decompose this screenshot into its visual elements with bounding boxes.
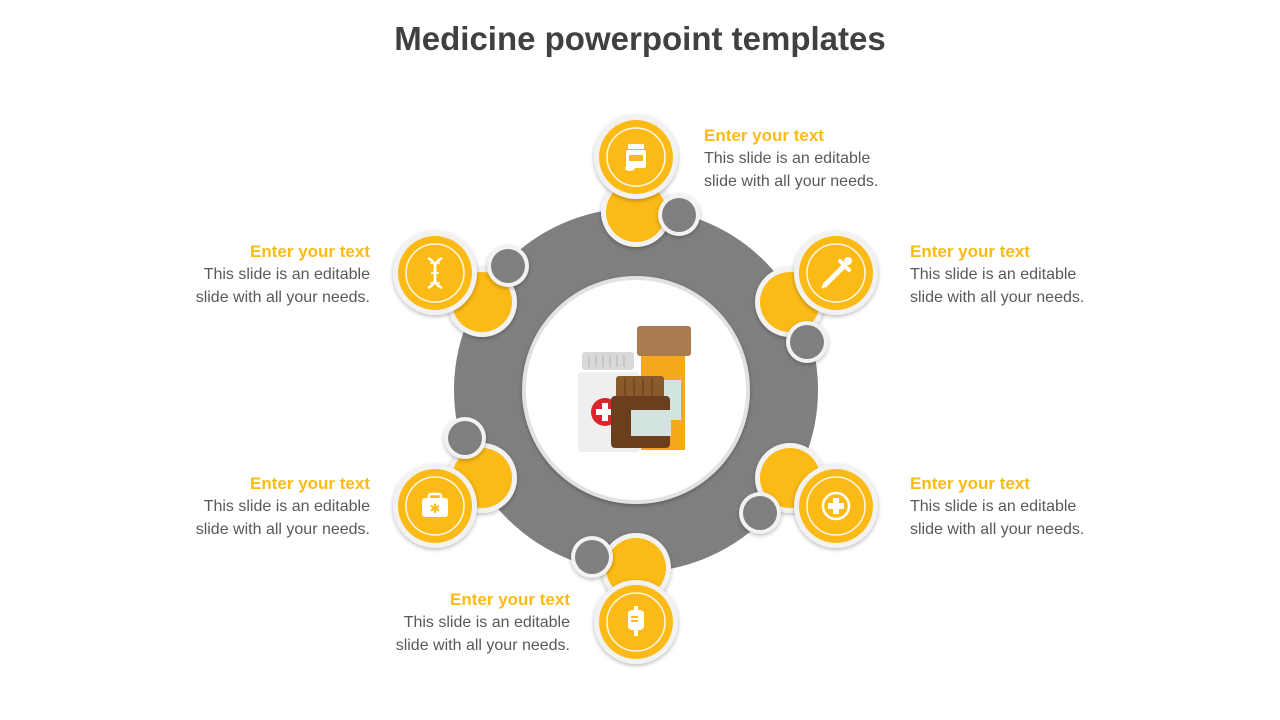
body-line: This slide is an editable: [910, 266, 1077, 283]
heading: Enter your text: [704, 126, 824, 145]
icon-node-upper-left: [393, 231, 477, 315]
body-line: This slide is an editable: [203, 266, 370, 283]
text-block-lower-right: Enter your text This slide is an editabl…: [910, 472, 1150, 541]
body-line: slide with all your needs.: [195, 289, 370, 306]
heading: Enter your text: [910, 242, 1030, 261]
heading: Enter your text: [450, 590, 570, 609]
icon-node-lower-left: ✱: [393, 464, 477, 548]
iv-bag-icon: [628, 606, 644, 636]
gray-knobs: [444, 194, 828, 578]
heading: Enter your text: [250, 474, 370, 493]
body-line: slide with all your needs.: [910, 289, 1085, 306]
text-block-top: Enter your text This slide is an editabl…: [704, 124, 944, 193]
icon-node-upper-right: [794, 231, 878, 315]
icon-node-bottom: [594, 580, 678, 664]
body-line: This slide is an editable: [704, 150, 871, 167]
dropper-icon: [821, 257, 852, 289]
text-block-upper-right: Enter your text This slide is an editabl…: [910, 240, 1150, 309]
text-block-upper-left: Enter your text This slide is an editabl…: [130, 240, 370, 309]
body-line: This slide is an editable: [403, 614, 570, 631]
body-line: slide with all your needs.: [395, 637, 570, 654]
dna-icon: [427, 256, 443, 290]
first-aid-kit-icon: ✱: [422, 492, 448, 517]
medicine-bottle-icon: [625, 144, 646, 171]
text-block-bottom: Enter your text This slide is an editabl…: [330, 588, 570, 657]
body-line: This slide is an editable: [910, 498, 1077, 515]
body-line: slide with all your needs.: [704, 173, 879, 190]
body-line: This slide is an editable: [203, 498, 370, 515]
svg-text:✱: ✱: [430, 502, 441, 517]
medicine-bottles-icon: [578, 326, 691, 452]
slide-title: Medicine powerpoint templates: [394, 20, 886, 57]
icon-node-lower-right: [794, 464, 878, 548]
body-line: slide with all your needs.: [910, 521, 1085, 538]
body-line: slide with all your needs.: [195, 521, 370, 538]
icon-node-top: [594, 115, 678, 199]
medical-cross-icon: [821, 491, 851, 521]
heading: Enter your text: [250, 242, 370, 261]
heading: Enter your text: [910, 474, 1030, 493]
text-block-lower-left: Enter your text This slide is an editabl…: [130, 472, 370, 541]
